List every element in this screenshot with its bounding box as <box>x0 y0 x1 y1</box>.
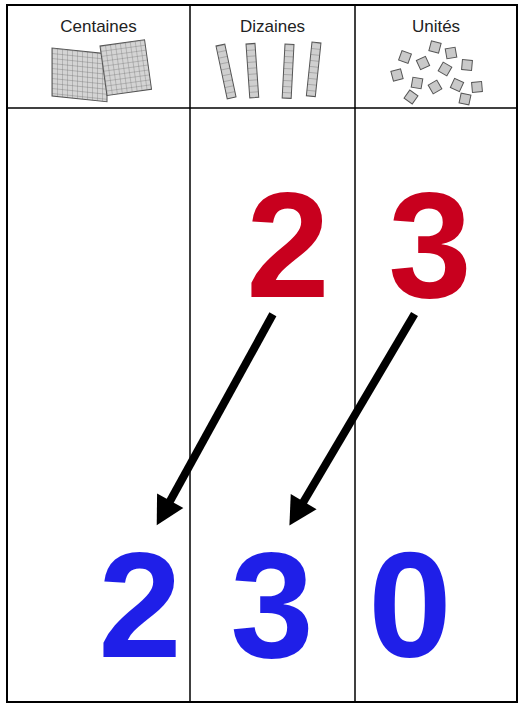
digit-text: 3 <box>388 188 471 302</box>
place-value-column: Unités 3 0 <box>355 5 517 702</box>
column-line <box>354 5 356 702</box>
digit: 3 <box>230 548 313 662</box>
arrow-head <box>157 493 184 525</box>
digit: 2 <box>98 548 181 662</box>
digit: 0 <box>368 548 451 662</box>
digit-text: 0 <box>368 548 451 662</box>
column-heading: Centaines <box>7 5 190 37</box>
table-frame <box>7 5 517 702</box>
digit-text: 2 <box>98 548 181 662</box>
tens-rods <box>216 42 321 99</box>
arrow-shaft <box>169 314 273 502</box>
place-value-column: Dizaines 2 3 <box>190 5 355 702</box>
header-line <box>7 107 517 109</box>
hundreds-flats <box>52 40 152 102</box>
digit-text: 3 <box>230 548 313 662</box>
column-line <box>189 5 191 702</box>
arrow-head <box>289 494 316 526</box>
arrow-shaft <box>303 314 415 503</box>
digit: 2 <box>246 188 329 302</box>
column-heading: Dizaines <box>190 5 355 37</box>
column-heading: Unités <box>355 5 517 37</box>
arrow-connector <box>157 314 273 525</box>
unit-cubes <box>391 41 483 105</box>
arrow-connector <box>289 314 414 526</box>
digit-text: 2 <box>246 188 329 302</box>
place-value-column: Centaines 2 <box>7 5 190 702</box>
digit: 3 <box>388 188 471 302</box>
